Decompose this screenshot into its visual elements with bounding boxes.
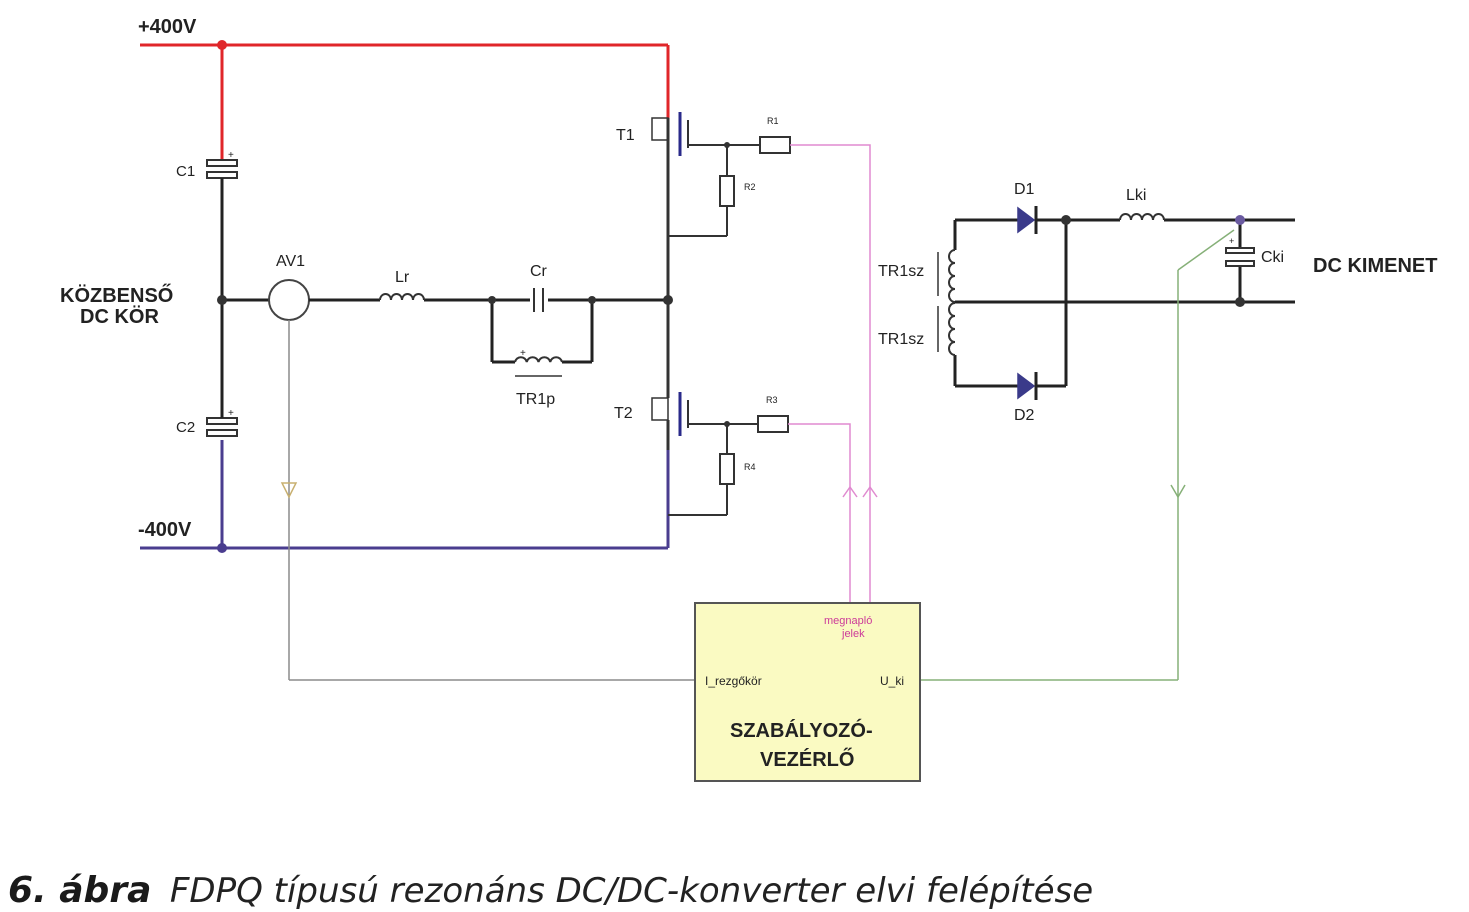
current-feedback-line: [280, 320, 695, 681]
positive-rail: [140, 43, 670, 160]
controller-signal-label-line1: megnapló: [824, 615, 872, 627]
resistor-r3-label: R3: [766, 395, 778, 405]
resistor-r4-label: R4: [744, 462, 756, 472]
negative-rail-label: -400V: [138, 519, 192, 541]
controller-input-current-label: I_rezgőkör: [705, 674, 762, 688]
diode-d1-label: D1: [1014, 181, 1035, 198]
svg-text:+: +: [228, 408, 234, 419]
dc-output-label: DC KIMENET: [1313, 255, 1437, 277]
capacitor-cr-label: Cr: [530, 263, 548, 280]
positive-rail-node: [217, 40, 227, 50]
voltage-feedback-line: [920, 229, 1235, 681]
t2-gate-network: [668, 415, 789, 516]
transformer-tr1sz-top-winding: [948, 249, 956, 303]
diode-d1: [1017, 206, 1038, 234]
resistor-r2-label: R2: [744, 182, 756, 192]
capacitor-cki: +: [1225, 236, 1255, 267]
transistor-t2-label: T2: [614, 405, 633, 422]
controller-title-line2: VEZÉRLŐ: [760, 748, 854, 771]
transformer-tr1sz-bottom-label: TR1sz: [878, 331, 924, 348]
capacitor-c1: +: [206, 150, 238, 182]
inductor-lr: [379, 293, 425, 301]
intermediate-dc-label-line2: DC KÖR: [80, 305, 159, 328]
transformer-tr1sz-top-label: TR1sz: [878, 263, 924, 280]
svg-text:+: +: [520, 348, 526, 359]
controller-signal-label-line2: jelek: [841, 628, 865, 640]
controller-block: [694, 602, 921, 782]
intermediate-dc-label-line1: KÖZBENSŐ: [60, 284, 173, 307]
current-sensor-av1: [268, 279, 310, 321]
svg-text:+: +: [1229, 236, 1234, 246]
inductor-lr-label: Lr: [395, 269, 410, 286]
negative-rail-node: [217, 543, 227, 553]
negative-rail: [140, 440, 670, 550]
svg-text:+: +: [228, 150, 234, 161]
figure-caption-number: 6. ábra: [8, 870, 151, 911]
current-sensor-av1-label: AV1: [276, 253, 305, 270]
capacitor-c2: +: [206, 408, 238, 437]
figure-caption: 6. ábra FDPQ típusú rezonáns DC/DC-konve…: [8, 870, 1093, 911]
figure-caption-text: FDPQ típusú rezonáns DC/DC-konverter elv…: [170, 871, 1093, 911]
capacitor-cki-label: Cki: [1261, 249, 1284, 266]
t1-gate-network: [668, 136, 791, 237]
diode-d2: [1017, 372, 1038, 400]
transformer-tr1sz-bottom-winding: [948, 302, 956, 356]
resonant-path: [309, 298, 668, 364]
resistor-r1-label: R1: [767, 116, 779, 126]
transistor-t1: [651, 112, 725, 300]
capacitor-cr: [533, 288, 544, 312]
transformer-tr1p-label: TR1p: [516, 391, 555, 408]
transformer-tr1p-winding: [514, 356, 563, 363]
controller-input-voltage-label: U_ki: [880, 674, 904, 688]
transistor-t2: [651, 300, 725, 450]
inductor-lki-label: Lki: [1126, 187, 1146, 204]
capacitor-c2-label: C2: [176, 419, 195, 436]
positive-rail-label: +400V: [138, 16, 197, 38]
gate-drive-signals: [788, 144, 878, 603]
midpoint-node: [217, 295, 227, 305]
controller-title-line1: SZABÁLYOZÓ-: [730, 718, 873, 742]
capacitor-c1-label: C1: [176, 163, 195, 180]
inductor-lki: [1119, 213, 1165, 221]
left-bus: [220, 180, 270, 410]
diode-d2-label: D2: [1014, 407, 1035, 424]
transistor-t1-label: T1: [616, 127, 635, 144]
